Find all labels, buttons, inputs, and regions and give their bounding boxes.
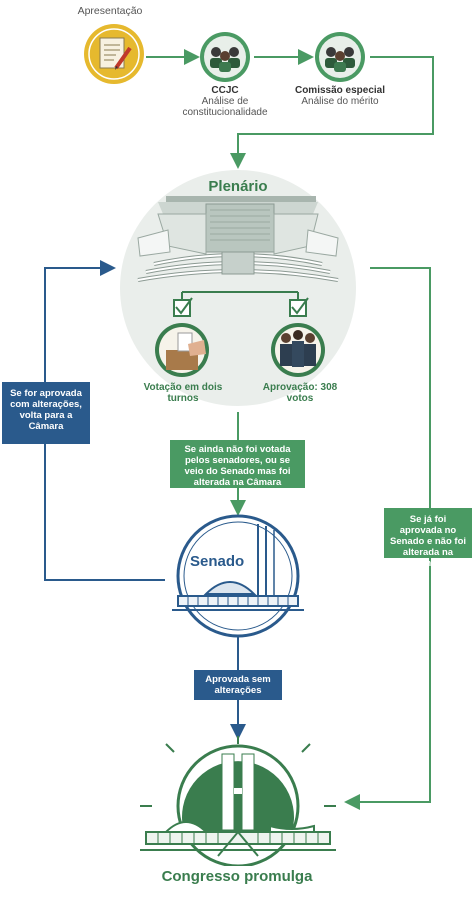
- senado-title: Senado: [190, 553, 245, 570]
- senado-circle: [172, 514, 304, 638]
- condition-box-back-to-camara: Se for aprovada com alterações, volta pa…: [2, 382, 90, 444]
- comissao-text: Comissão especial Análise do mérito: [285, 85, 395, 107]
- congresso-title: Congresso promulga: [161, 868, 313, 885]
- condition-box-senado-path: Se ainda não foi votada pelos senadores,…: [170, 440, 305, 488]
- apresentacao-label: Apresentação: [77, 5, 143, 17]
- ccjc-desc: Análise de constitucionalidade: [182, 96, 268, 118]
- votacao-label: Votação em dois turnos: [143, 382, 223, 404]
- comissao-committee-icon: [315, 32, 365, 82]
- aprovacao-label: Aprovação: 308 votos: [262, 382, 338, 404]
- congresso-building-icon: [140, 736, 336, 866]
- plenario-circle: [120, 170, 356, 406]
- plenario-title: Plenário: [208, 178, 268, 195]
- comissao-title: Comissão especial: [294, 85, 386, 96]
- ccjc-committee-icon: [200, 32, 250, 82]
- document-pen-icon: [84, 24, 144, 84]
- ccjc-title: CCJC: [211, 85, 239, 96]
- condition-box-direct: Se já foi aprovada no Senado e não foi a…: [384, 508, 472, 569]
- ccjc-text: CCJC Análise de constitucionalidade: [175, 85, 275, 118]
- comissao-desc: Análise do mérito: [301, 96, 379, 107]
- condition-box-aprovada: Aprovada sem alterações: [194, 670, 282, 700]
